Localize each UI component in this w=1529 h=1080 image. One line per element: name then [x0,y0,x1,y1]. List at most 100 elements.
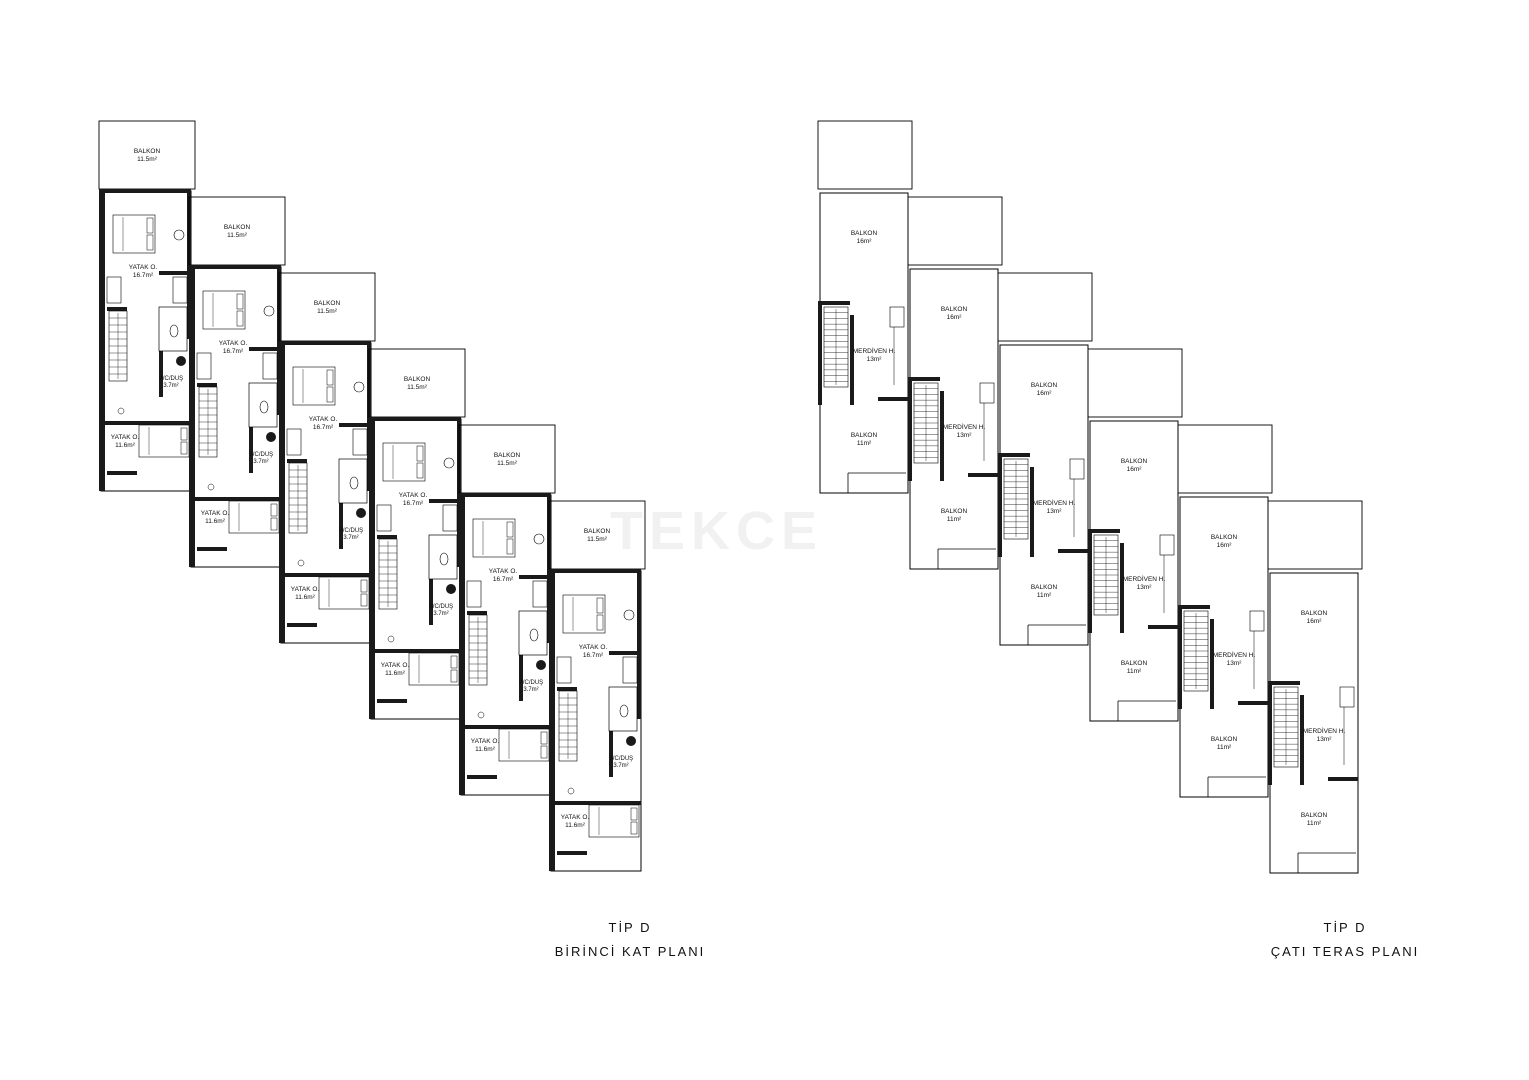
bed-pillow [180,427,188,441]
stair-hall-label: MERDİVEN H. [1213,650,1256,659]
upper-balcony-outline [997,272,1093,342]
balcony-outline [188,196,286,266]
bathroom-outline [608,686,638,732]
balcony-outline [278,272,376,342]
bathroom-label: WC/DUŞ [429,604,453,610]
entry-wall [557,851,587,855]
master-bedroom-label: YATAK O. [399,492,428,499]
upper-terrace-area-label: 16m² [1037,390,1053,397]
bed-pillow [596,614,604,631]
interior-wall [249,347,279,351]
stair-hall-label: MERDİVEN H. [1123,574,1166,583]
toilet-icon [619,704,629,718]
upper-terrace-label: BALKON [1301,610,1328,617]
entry-wall [287,623,317,627]
bedroom-bed [588,804,640,838]
bed-frame [498,728,550,762]
staircase [1093,534,1119,616]
bottom-wall [549,801,641,805]
stair-hall-wall [1272,681,1300,685]
master-bed [202,290,246,330]
door-swing-icon [207,483,215,491]
bathroom-outline [428,534,458,580]
lower-terrace-label: BALKON [1211,736,1238,743]
door-swing-icon [477,711,485,719]
bedroom-bed [228,500,280,534]
terrace-divider-wall [1238,701,1268,705]
master-bed [382,442,426,482]
terrace-divider-wall [878,397,908,401]
terrace-divider-wall [1058,549,1088,553]
master-bedroom-label: YATAK O. [129,264,158,271]
interior-wall [107,307,127,311]
stair-hall-label: MERDİVEN H. [1303,726,1346,735]
lower-terrace-area-label: 11m² [1127,668,1142,675]
terrace-divider-wall [1148,625,1178,629]
toilet-icon [529,628,539,642]
bed-pillow [270,503,278,517]
terrace-divider-wall [968,473,998,477]
bathroom-area-label: 3.7m² [343,535,358,541]
bathroom-outline [248,382,278,428]
master-bedroom-label: YATAK O. [579,644,608,651]
master-bedroom-area-label: 16.7m² [493,576,514,583]
bed-pillow [326,386,334,403]
interior-wall [287,459,307,463]
bedroom-label: YATAK O. [381,662,410,669]
nightstand-lamp [623,609,635,621]
staircase [913,382,939,464]
bed-pillow [506,521,514,538]
bed-pillow [360,593,368,607]
nightstand-lamp [173,229,185,241]
stair-hall-wall [998,453,1002,557]
stair-hall-wall [1178,605,1182,709]
roof-terrace-type-label: TİP D [1323,920,1367,935]
master-bed [472,518,516,558]
staircase [1183,610,1209,692]
bathroom-area-label: 3.7m² [163,383,178,389]
bedroom-label: YATAK O. [471,738,500,745]
top-wall [279,341,371,345]
door-swing-icon [297,559,305,567]
bed-pillow [360,579,368,593]
bed-pillow [596,597,604,614]
wardrobe [442,504,458,532]
shower-drain-icon [176,356,186,366]
bed-frame [318,576,370,610]
left-wall [99,189,105,491]
upper-terrace-area-label: 16m² [947,314,963,321]
stair-hall-wall [1002,453,1030,457]
wardrobe [622,656,638,684]
upper-terrace-label: BALKON [1211,534,1238,541]
bottom-wall [369,649,461,653]
bedroom-area-label: 11.6m² [385,670,406,677]
bed-pillow [450,669,458,683]
balcony-area-label: 11.5m² [227,232,248,239]
entry-wall [377,699,407,703]
left-wall [459,493,465,795]
bathroom-outline [338,458,368,504]
nightstand-lamp [353,381,365,393]
lower-terrace-area-label: 11m² [1307,820,1322,827]
lower-terrace-area-label: 11m² [1217,744,1232,751]
bedroom-area-label: 11.6m² [205,518,226,525]
balcony-area-label: 11.5m² [497,460,518,467]
terrace-divider-wall [1328,777,1358,781]
stair-hall-area-label: 13m² [1317,736,1333,743]
stair-hall-area-label: 13m² [1137,584,1153,591]
stair-hall-wall [940,391,944,481]
door-swing-icon [117,407,125,415]
left-wall [279,341,285,643]
balcony-label: BALKON [224,224,251,231]
bathroom-area-label: 3.7m² [253,459,268,465]
bathroom-outline [518,610,548,656]
master-bed [562,594,606,634]
